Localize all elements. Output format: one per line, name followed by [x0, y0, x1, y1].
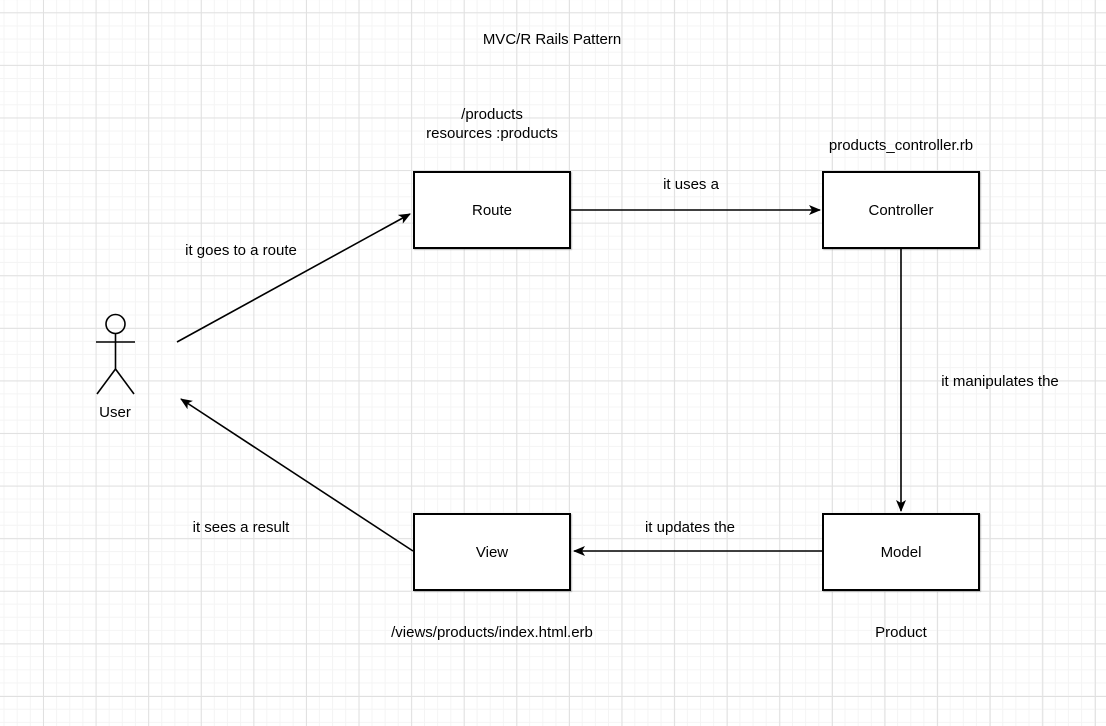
- node-view[interactable]: View: [413, 513, 571, 591]
- node-controller[interactable]: Controller: [822, 171, 980, 249]
- route-annotation-line2: resources :products: [426, 125, 558, 142]
- diagram-title: MVC/R Rails Pattern: [482, 31, 622, 48]
- controller-annotation: products_controller.rb: [828, 137, 974, 154]
- node-model[interactable]: Model: [822, 513, 980, 591]
- edge-label-uses-a: it uses a: [663, 176, 719, 193]
- edge-label-sees-a-result: it sees a result: [192, 519, 290, 536]
- node-route-label: Route: [471, 201, 513, 219]
- node-model-label: Model: [880, 543, 922, 561]
- edge-label-goes-to-route: it goes to a route: [185, 242, 297, 259]
- edge-label-updates-the: it updates the: [644, 519, 736, 536]
- user-actor-label: User: [99, 404, 131, 421]
- user-actor-icon[interactable]: [96, 313, 135, 395]
- model-annotation: Product: [875, 624, 927, 641]
- route-annotation: /products resources :products: [426, 105, 558, 143]
- node-controller-label: Controller: [868, 201, 934, 219]
- edge-label-manipulates-the: it manipulates the: [941, 373, 1059, 390]
- view-annotation: /views/products/index.html.erb: [391, 624, 593, 641]
- edge-user-to-route[interactable]: [176, 213, 411, 343]
- node-view-label: View: [475, 543, 509, 561]
- node-route[interactable]: Route: [413, 171, 571, 249]
- route-annotation-line1: /products: [461, 106, 523, 123]
- edge-view-to-user[interactable]: [180, 398, 414, 552]
